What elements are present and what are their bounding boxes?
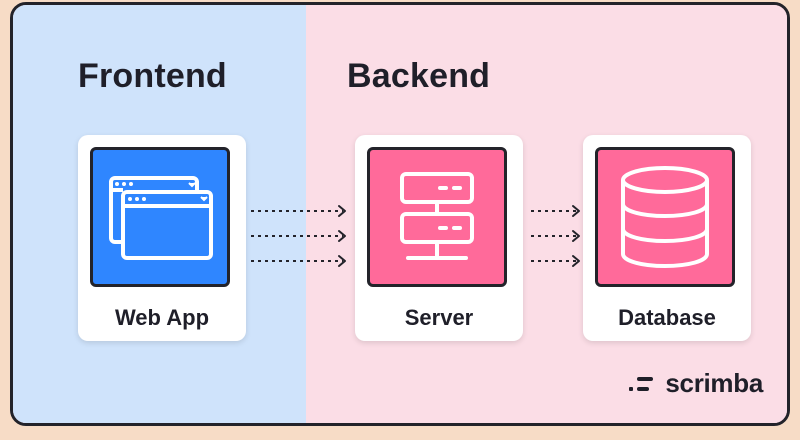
database-tile bbox=[595, 147, 735, 287]
diagram-panel: Frontend Backend bbox=[10, 2, 790, 426]
frontend-title: Frontend bbox=[78, 57, 227, 95]
scrimba-logo-icon bbox=[629, 376, 654, 391]
server-tile bbox=[367, 147, 507, 287]
brand-logo: scrimba bbox=[629, 368, 763, 399]
web-app-to-server-arrows bbox=[251, 205, 346, 267]
server-to-database-arrows bbox=[531, 205, 580, 267]
web-app-tile bbox=[90, 147, 230, 287]
database-label: Database bbox=[618, 305, 716, 330]
database-node: Database bbox=[583, 135, 751, 341]
backend-title: Backend bbox=[347, 57, 491, 95]
server-node: Server bbox=[355, 135, 523, 341]
brand-name: scrimba bbox=[665, 368, 763, 398]
database-icon bbox=[621, 166, 709, 269]
server-rack-icon bbox=[400, 172, 474, 260]
web-app-node: Web App bbox=[78, 135, 246, 341]
server-label: Server bbox=[404, 305, 474, 330]
web-app-label: Web App bbox=[114, 305, 210, 330]
browser-windows-icon bbox=[109, 176, 213, 260]
